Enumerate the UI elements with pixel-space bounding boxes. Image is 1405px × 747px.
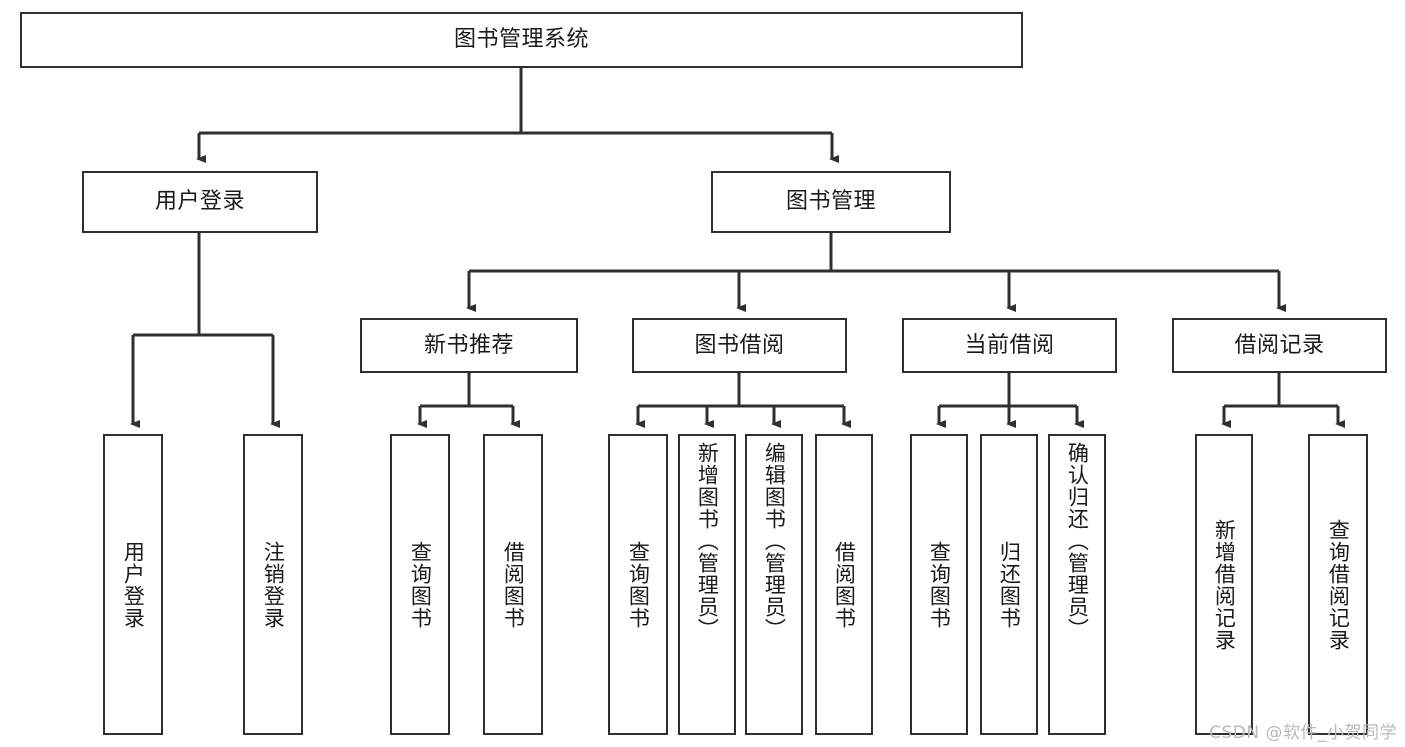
node-label: 编辑图书（管理员） xyxy=(762,442,787,640)
leaf-query-borrow-record[interactable]: 查询借阅记录 xyxy=(1308,434,1368,735)
node-label: 新增图书（管理员） xyxy=(695,442,720,640)
node-root-system[interactable]: 图书管理系统 xyxy=(20,12,1023,68)
leaf-query-book-current[interactable]: 查询图书 xyxy=(910,434,968,735)
node-label: 查询借阅记录 xyxy=(1326,518,1351,651)
leaf-borrow-book[interactable]: 借阅图书 xyxy=(815,434,873,735)
node-label: 借阅记录 xyxy=(1234,332,1325,358)
node-book-management[interactable]: 图书管理 xyxy=(711,171,951,233)
node-label: 图书借阅 xyxy=(694,332,785,358)
node-label: 查询图书 xyxy=(408,540,433,629)
node-label: 借阅图书 xyxy=(832,540,857,629)
leaf-query-book-borrow[interactable]: 查询图书 xyxy=(608,434,668,735)
leaf-borrow-book-recommend[interactable]: 借阅图书 xyxy=(483,434,543,735)
node-label: 确认归还（管理员） xyxy=(1065,442,1090,640)
leaf-logout[interactable]: 注销登录 xyxy=(243,434,303,735)
node-label: 用户登录 xyxy=(121,540,146,629)
node-label: 新书推荐 xyxy=(423,332,514,358)
node-label: 新增借阅记录 xyxy=(1212,518,1237,651)
node-borrow-record[interactable]: 借阅记录 xyxy=(1172,318,1387,373)
node-current-borrow[interactable]: 当前借阅 xyxy=(902,318,1117,373)
node-label: 查询图书 xyxy=(927,540,952,629)
leaf-user-login[interactable]: 用户登录 xyxy=(103,434,163,735)
node-new-book-recommend[interactable]: 新书推荐 xyxy=(360,318,578,373)
node-label: 查询图书 xyxy=(626,540,651,629)
node-label: 注销登录 xyxy=(261,540,286,629)
node-label: 当前借阅 xyxy=(964,332,1055,358)
node-label: 图书管理 xyxy=(785,189,876,215)
node-label: 归还图书 xyxy=(997,540,1022,629)
leaf-edit-book-admin[interactable]: 编辑图书（管理员） xyxy=(745,434,803,735)
leaf-add-book-admin[interactable]: 新增图书（管理员） xyxy=(678,434,736,735)
node-label: 用户登录 xyxy=(154,189,245,215)
leaf-add-borrow-record[interactable]: 新增借阅记录 xyxy=(1195,434,1253,735)
node-label: 借阅图书 xyxy=(501,540,526,629)
node-label: 图书管理系统 xyxy=(453,27,589,53)
node-book-borrow[interactable]: 图书借阅 xyxy=(632,318,847,373)
leaf-return-book[interactable]: 归还图书 xyxy=(980,434,1038,735)
leaf-query-book-recommend[interactable]: 查询图书 xyxy=(390,434,450,735)
node-user-login[interactable]: 用户登录 xyxy=(82,171,318,233)
leaf-confirm-return-admin[interactable]: 确认归还（管理员） xyxy=(1048,434,1106,735)
